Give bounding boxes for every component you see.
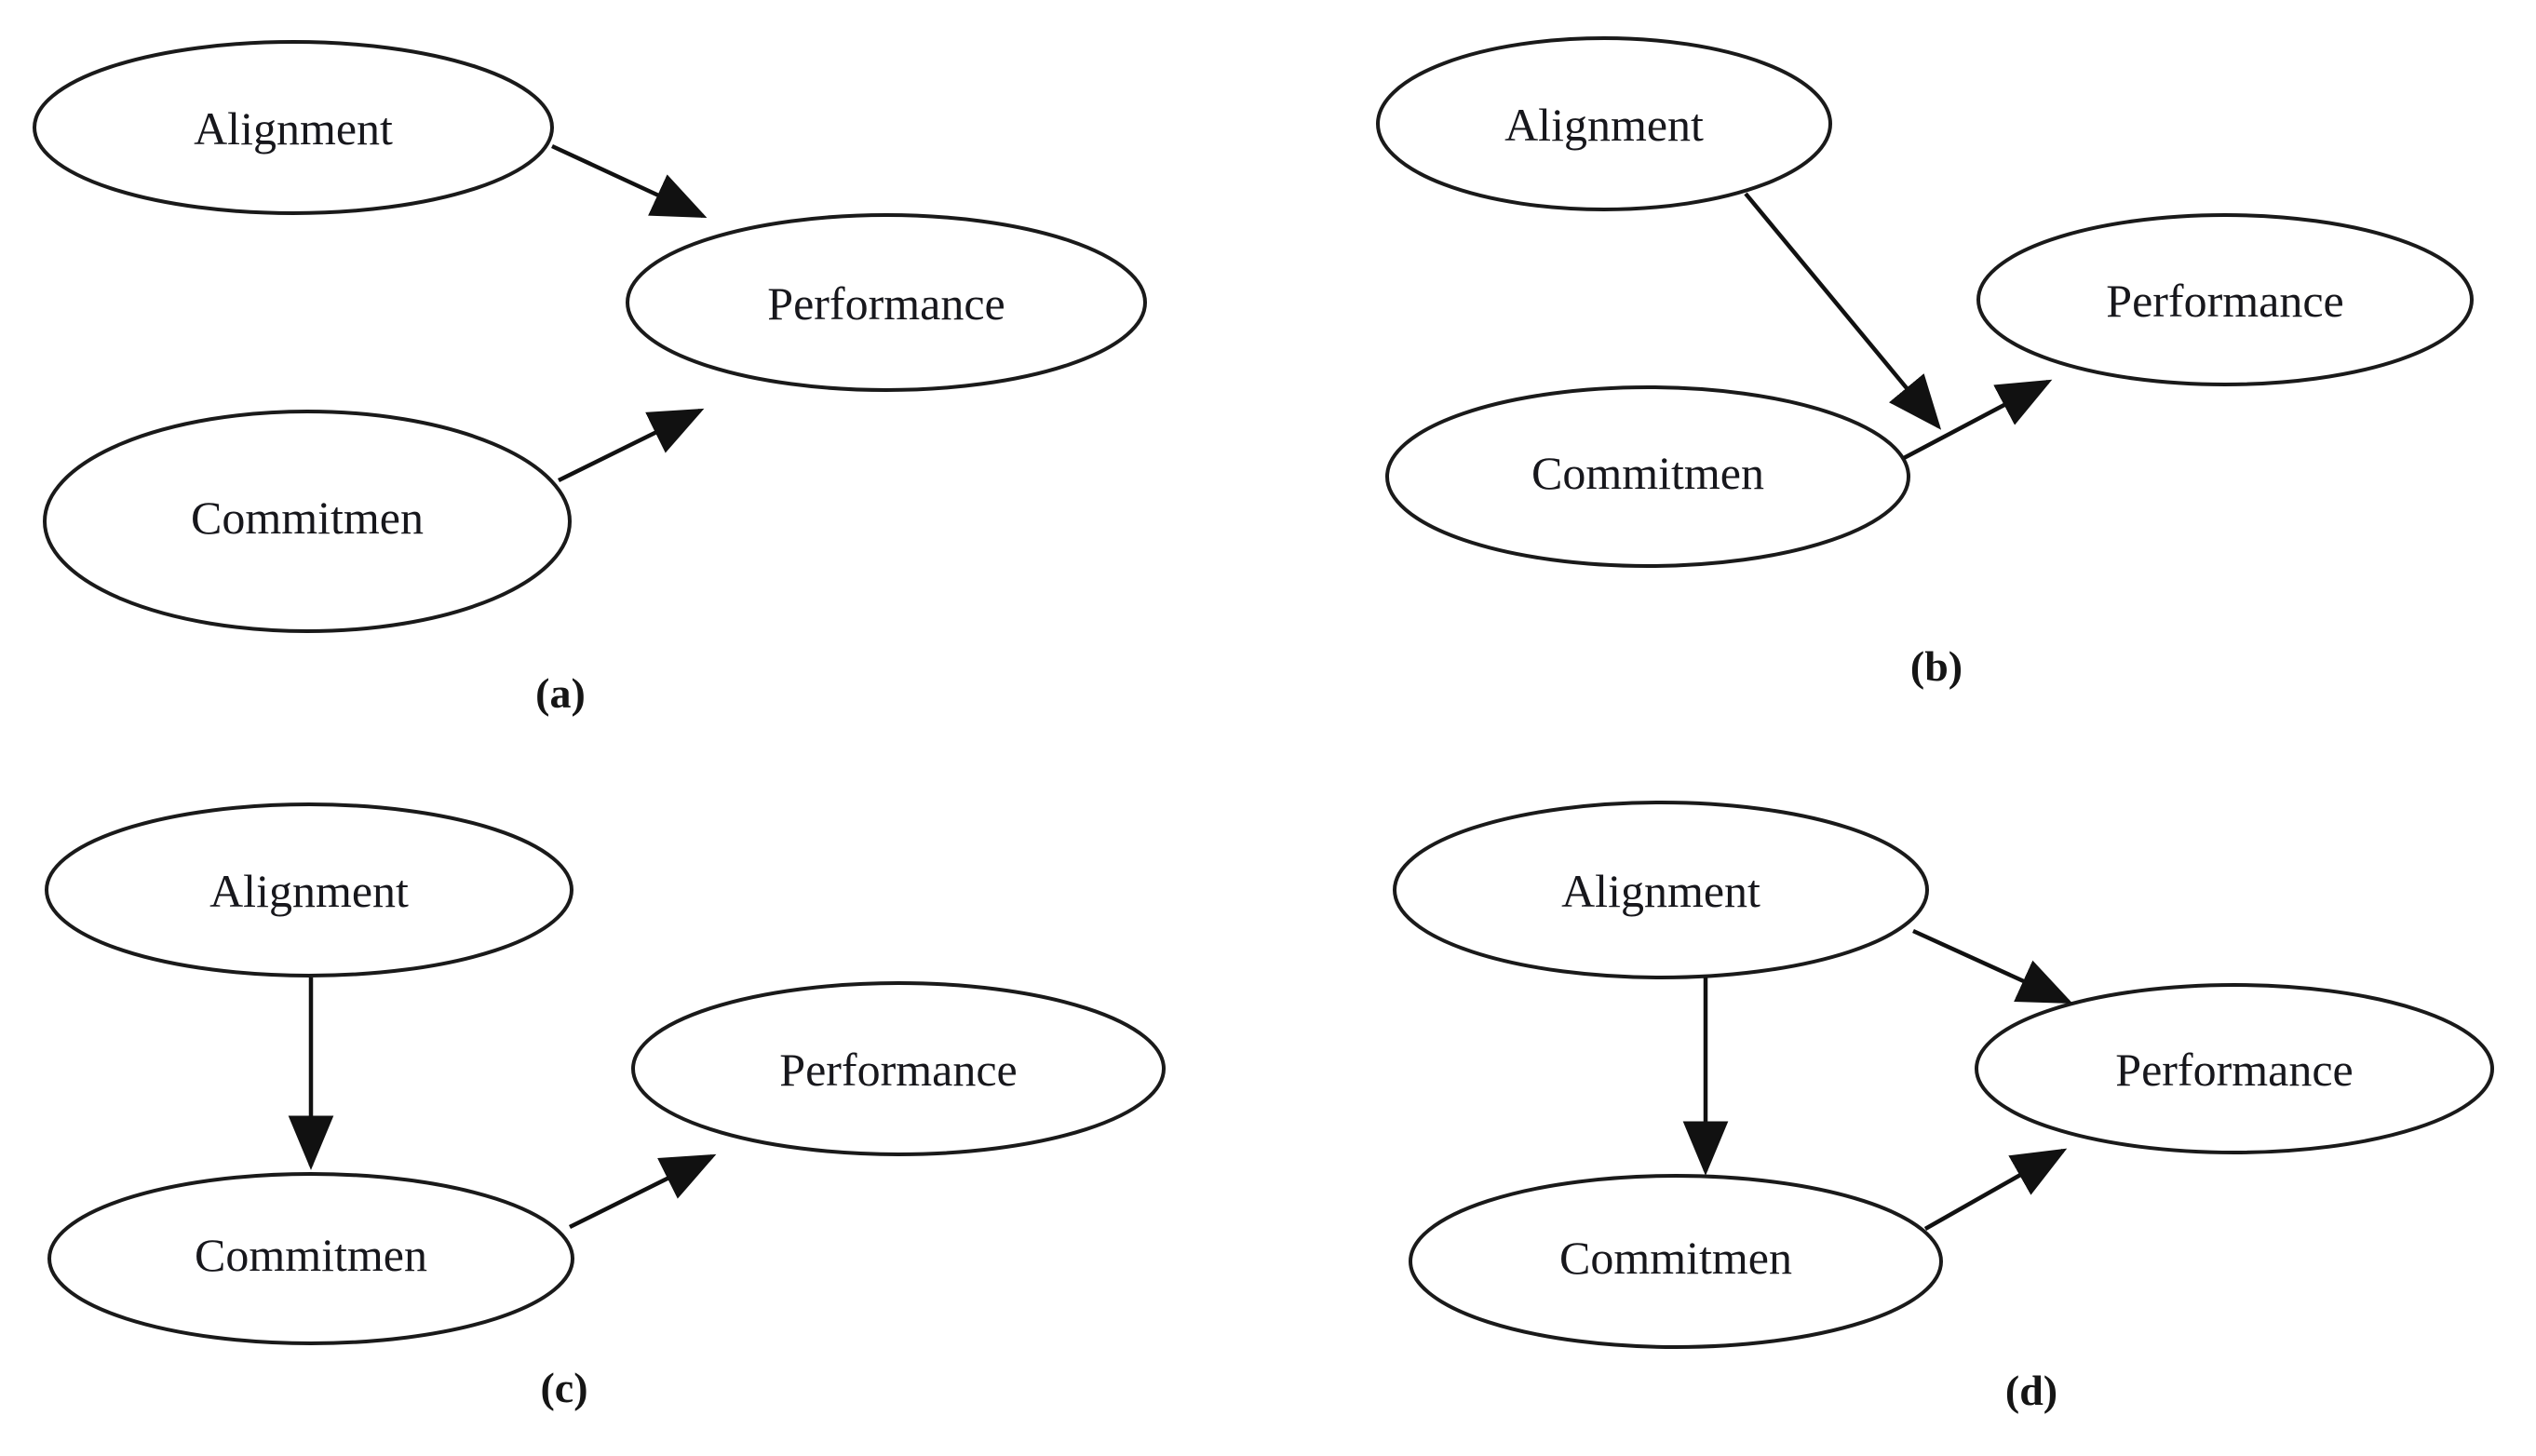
arrow-alignment-to-performance-a	[551, 143, 708, 219]
node-label-commitmen-b: Commitmen	[1531, 447, 1764, 499]
node-label-performance-b: Performance	[2106, 275, 2343, 327]
panel-label-b: (b)	[1910, 642, 1963, 690]
panel-label-c: (c)	[540, 1364, 587, 1411]
node-label-alignment-b: Alignment	[1504, 99, 1704, 151]
panel-c: Alignment Performance Commitmen (c)	[45, 802, 1166, 1411]
node-ellipse-alignment-a	[33, 40, 554, 215]
node-label-commitmen-d: Commitmen	[1559, 1232, 1792, 1284]
node-label-performance-a: Performance	[767, 277, 1005, 330]
node-ellipse-commitmen-a	[43, 410, 572, 633]
node-label-alignment-d: Alignment	[1561, 865, 1760, 917]
panel-label-d: (d)	[2005, 1367, 2057, 1414]
panel-b: Alignment Performance Commitmen (b)	[1376, 36, 2474, 690]
panel-label-a: (a)	[535, 669, 586, 717]
node-ellipse-performance-b	[1976, 213, 2474, 386]
node-label-performance-d: Performance	[2115, 1044, 2353, 1096]
node-label-commitmen-c: Commitmen	[195, 1229, 427, 1281]
node-ellipse-alignment-b	[1376, 36, 1832, 211]
node-ellipse-commitmen-b	[1385, 385, 1910, 568]
node-label-commitmen-a: Commitmen	[191, 492, 424, 544]
panel-a: Alignment Performance Commitmen (a)	[33, 40, 1147, 717]
node-ellipse-performance-a	[626, 213, 1147, 392]
node-ellipse-alignment-d	[1393, 801, 1929, 979]
arrow-commitmen-to-performance-a	[558, 408, 705, 483]
node-ellipse-performance-c	[631, 981, 1166, 1156]
arrow-alignment-to-performance-d	[1912, 928, 2073, 1004]
node-label-alignment-a: Alignment	[194, 102, 393, 155]
arrow-commitmen-to-performance-c	[568, 1153, 717, 1230]
node-ellipse-commitmen-d	[1409, 1174, 1943, 1349]
arrow-commitmen-to-performance-d	[1923, 1148, 2068, 1231]
panel-d: Alignment Performance Commitmen (d)	[1393, 801, 2494, 1414]
arrow-alignment-to-path-b	[1744, 192, 1942, 430]
node-label-performance-c: Performance	[779, 1044, 1017, 1096]
node-ellipse-commitmen-c	[47, 1172, 574, 1345]
node-ellipse-performance-d	[1975, 983, 2494, 1154]
arrow-commitmen-to-performance-b	[1902, 379, 2053, 460]
node-label-alignment-c: Alignment	[209, 865, 409, 917]
node-ellipse-alignment-c	[45, 802, 573, 977]
